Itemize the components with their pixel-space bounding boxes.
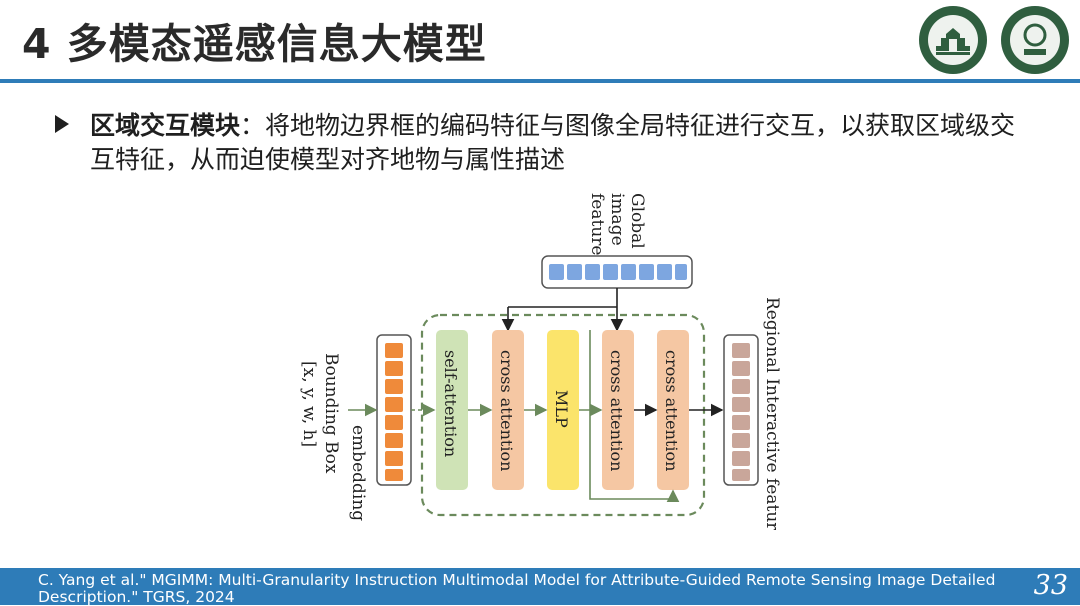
bullet-point: 区域交互模块：将地物边界框的编码特征与图像全局特征进行交互，以获取区域级交互特征… [55, 109, 1030, 177]
bbox-label-line: [x, y, w, h] [299, 361, 319, 447]
page-title: 4 多模态遥感信息大模型 [22, 20, 487, 68]
block-label: cross attention [607, 350, 626, 471]
output-label: Regional Interactive feature [762, 297, 782, 530]
block-label: MLP [552, 390, 571, 428]
block-label: cross attention [497, 350, 516, 471]
title-divider [0, 79, 1080, 83]
cross-attention-block: cross attention [492, 330, 524, 490]
skip-connection-arrow [589, 330, 680, 503]
bounding-box-label: Bounding Box [x, y, w, h] [299, 353, 341, 474]
bullet-text: ：将地物边界框的编码特征与图像全局特征进行交互，以获取区域级交互特征，从而迫使模… [90, 111, 1016, 174]
global-label-line: Global [627, 193, 647, 249]
citation-text: C. Yang et al." MGIMM: Multi-Granularity… [38, 571, 996, 606]
global-feature-connectors [501, 288, 624, 332]
university-seal-logo [919, 6, 987, 74]
bullet-arrow-icon [55, 115, 69, 133]
block-label: cross attention [662, 350, 681, 471]
embedding-label: embedding [348, 425, 368, 521]
output-token-cells [732, 343, 750, 481]
self-attention-block: self-attention [436, 330, 468, 490]
bbox-label-line: Bounding Box [321, 353, 341, 474]
regional-interaction-module [420, 313, 706, 517]
page-number: 33 [1033, 570, 1068, 601]
footer-bar [0, 568, 1080, 605]
global-label-line: image [607, 193, 627, 246]
embedding-token-cells [385, 343, 403, 481]
bullet-highlight: 区域交互模块 [90, 111, 241, 140]
global-feature-label: Global image feature [587, 193, 647, 255]
regional-interaction-diagram: Global image feature Bounding Box [x, y,… [299, 193, 782, 530]
mlp-block: MLP [547, 330, 579, 490]
sigma-lab-logo [1001, 6, 1069, 74]
global-label-line: feature [587, 193, 607, 255]
block-label: self-attention [441, 350, 460, 457]
cross-attention-block: cross attention [657, 330, 689, 490]
global-token-cells [549, 264, 687, 280]
cross-attention-block: cross attention [602, 330, 634, 490]
